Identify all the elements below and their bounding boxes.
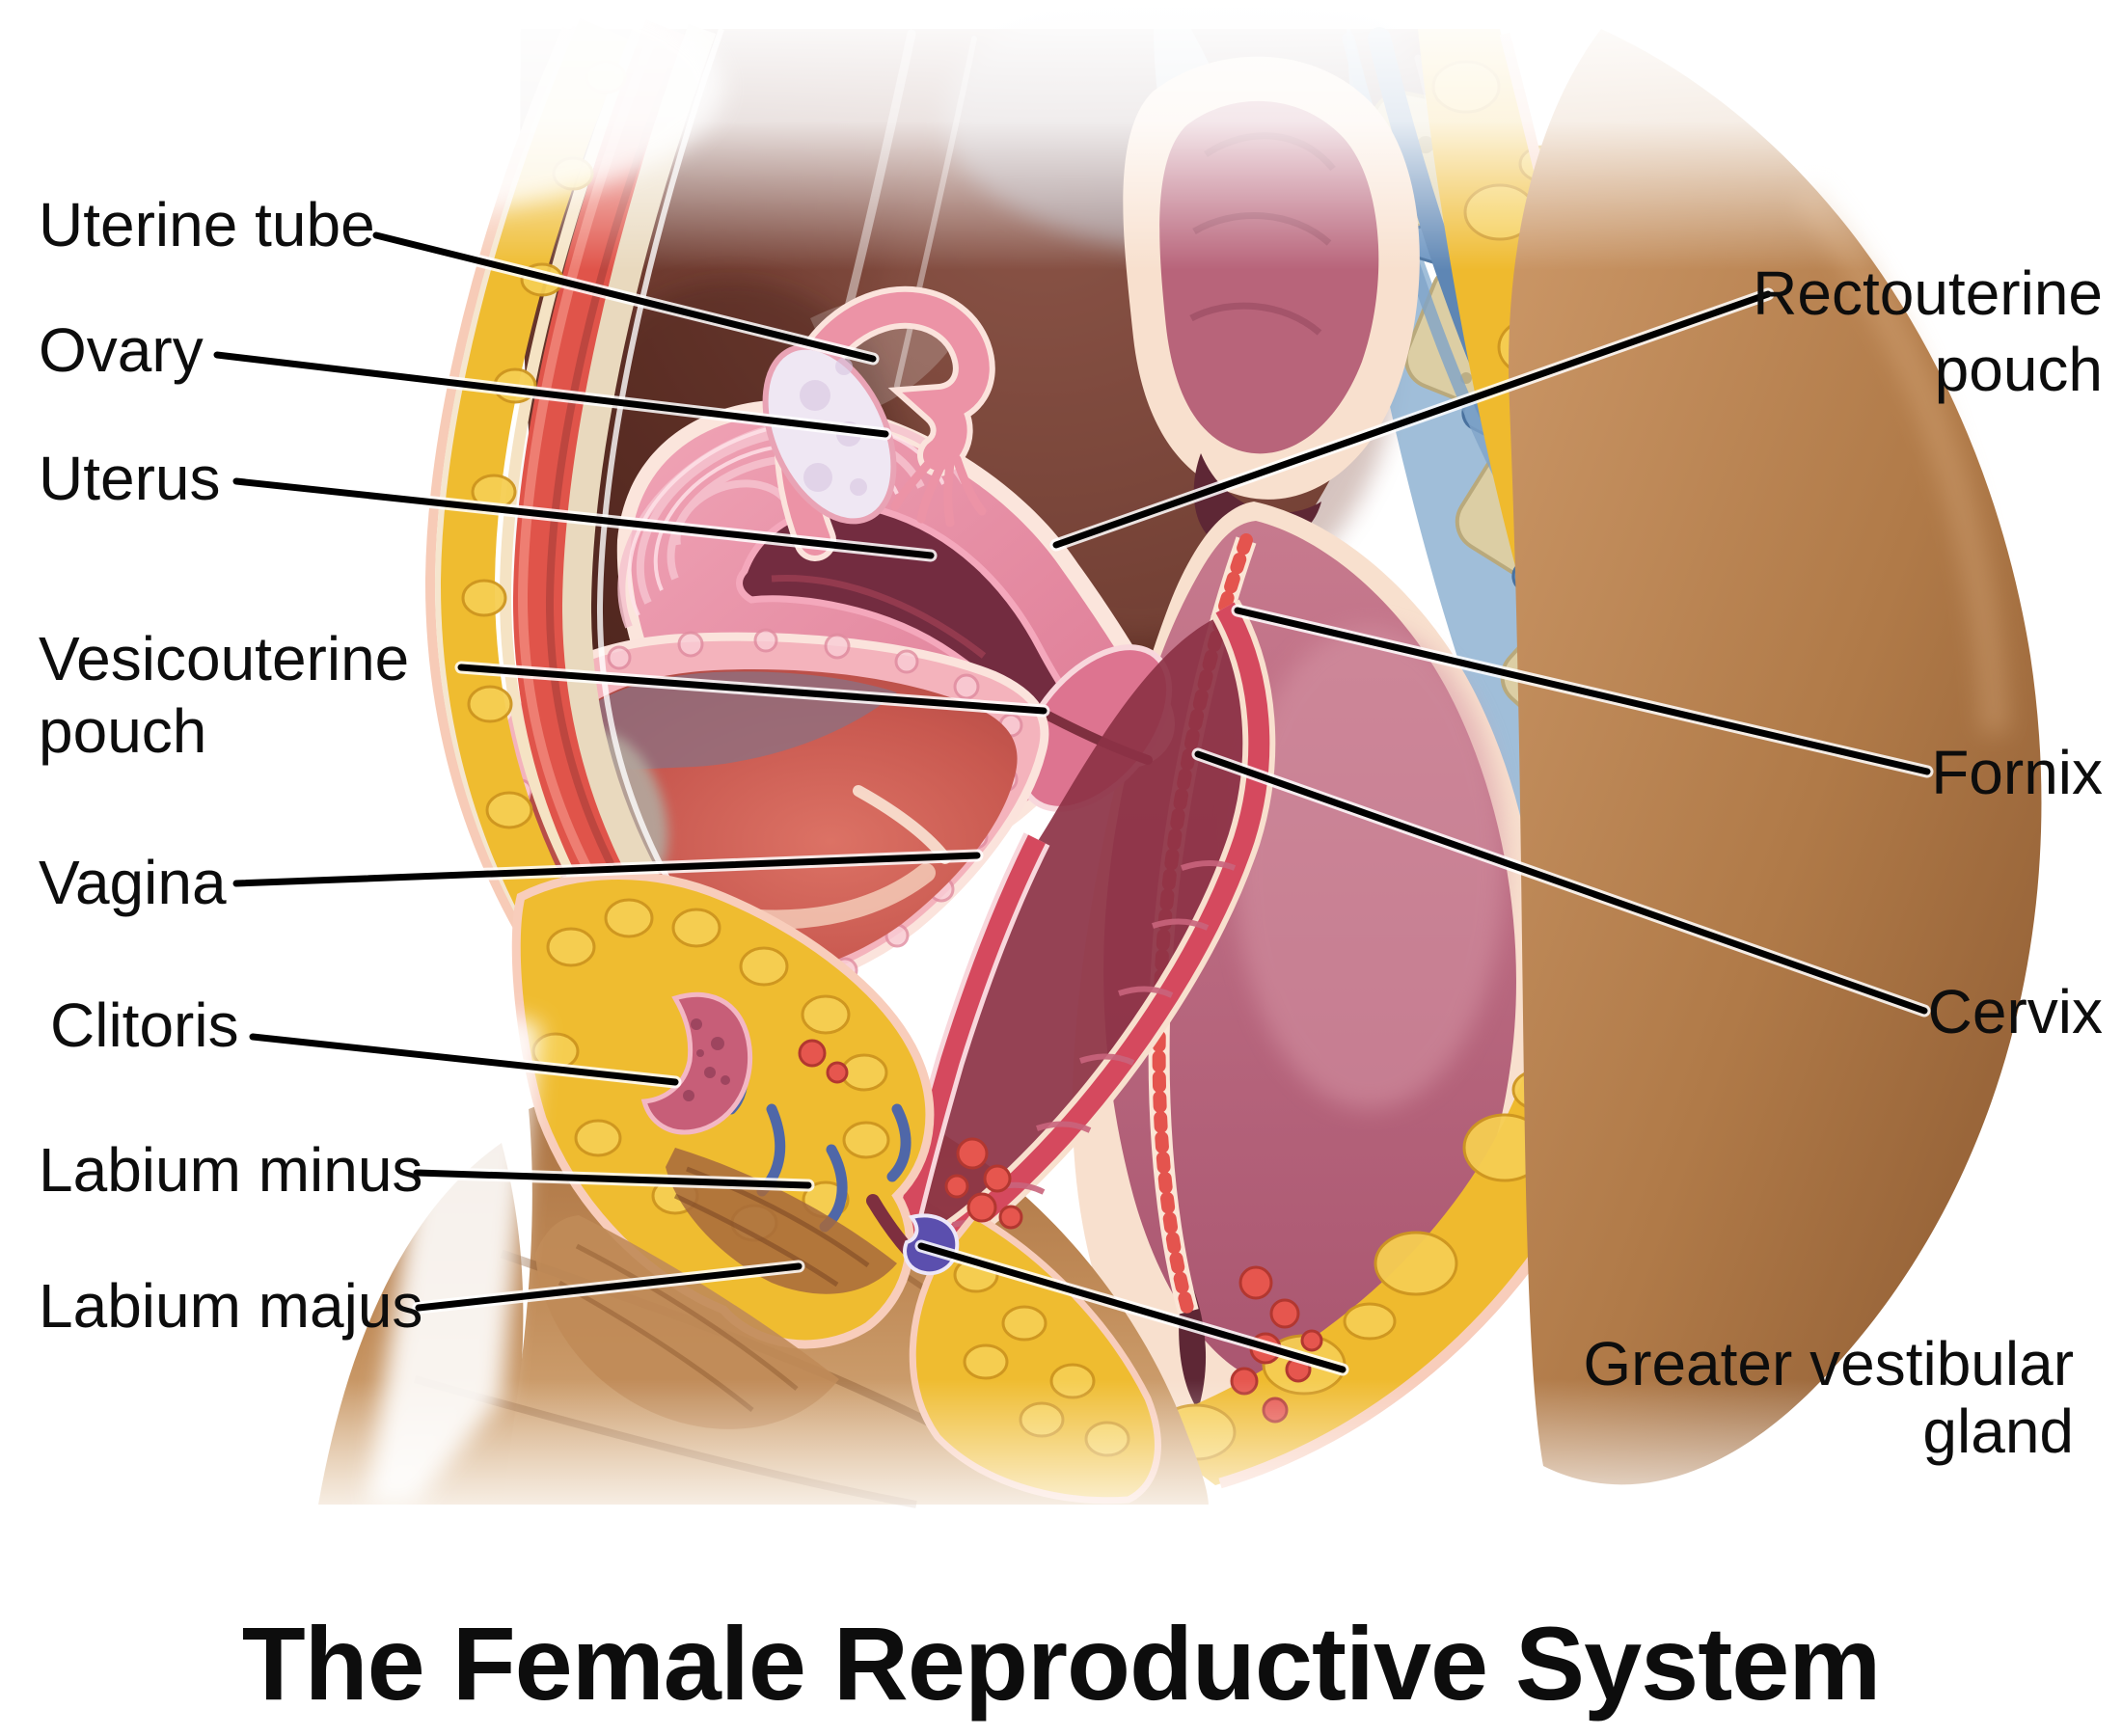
leader-labium-minus: [413, 1169, 812, 1189]
label-vagina: Vagina: [39, 848, 227, 917]
label-uterine-tube: Uterine tube: [39, 190, 375, 259]
leader-vagina: [232, 852, 981, 887]
leader-cervix: [1194, 750, 1928, 1015]
label-vesicouterine-pouch-line2: pouch: [39, 696, 206, 766]
label-rectouterine-pouch-line2: pouch: [1935, 335, 2103, 404]
vaginal-lumen: [902, 617, 1250, 1242]
clitoris: [640, 991, 753, 1135]
label-rectouterine-pouch-line1: Rectouterine: [1753, 258, 2103, 328]
ovary: [762, 343, 897, 525]
label-clitoris: Clitoris: [50, 990, 239, 1060]
label-cervix: Cervix: [1928, 977, 2103, 1046]
label-fornix: Fornix: [1931, 738, 2103, 807]
leader-labium-majus: [415, 1262, 803, 1312]
leader-rectouterine-pouch: [1052, 290, 1772, 549]
pubic-region: [511, 871, 1323, 1505]
leader-uterus: [232, 477, 935, 559]
leader-uterine-tube: [372, 231, 877, 363]
leader-vesicouterine-pouch: [457, 664, 1047, 715]
leader-lines: [210, 229, 1934, 1376]
leader-greater-vestibular-gland: [917, 1242, 1347, 1373]
anal-canal: [1179, 1283, 1207, 1410]
label-vesicouterine-pouch-line1: Vesicouterine: [39, 624, 409, 693]
cervix-vagina: [887, 599, 1276, 1264]
adnexa: [762, 285, 995, 561]
label-uterus: Uterus: [39, 444, 221, 513]
anterior-vaginal-wall: [892, 834, 1046, 1247]
label-labium-minus: Labium minus: [39, 1135, 422, 1205]
label-greater-vestibular-gland-line1: Greater vestibular: [1583, 1329, 2074, 1398]
clitoris-mottling: [683, 1018, 730, 1101]
figure-title: The Female Reproductive System: [242, 1605, 1881, 1722]
label-greater-vestibular-gland-line2: gland: [1922, 1397, 2074, 1466]
leader-clitoris: [249, 1033, 679, 1086]
fimbriae: [890, 448, 987, 528]
haze-overlays: [0, 0, 2122, 1572]
label-ovary: Ovary: [39, 315, 204, 385]
labium-majus-fold: [535, 1215, 839, 1429]
posterior-vaginal-wall: [925, 602, 1270, 1259]
groin-crease-highlight: [367, 1003, 540, 1505]
label-labium-majus: Labium majus: [39, 1271, 422, 1341]
leader-ovary: [213, 351, 889, 438]
labels: Uterine tube Ovary Uterus Vesicouterine …: [39, 190, 2103, 1466]
ovary-mottling: [800, 358, 867, 496]
leader-fornix: [1234, 607, 1931, 775]
